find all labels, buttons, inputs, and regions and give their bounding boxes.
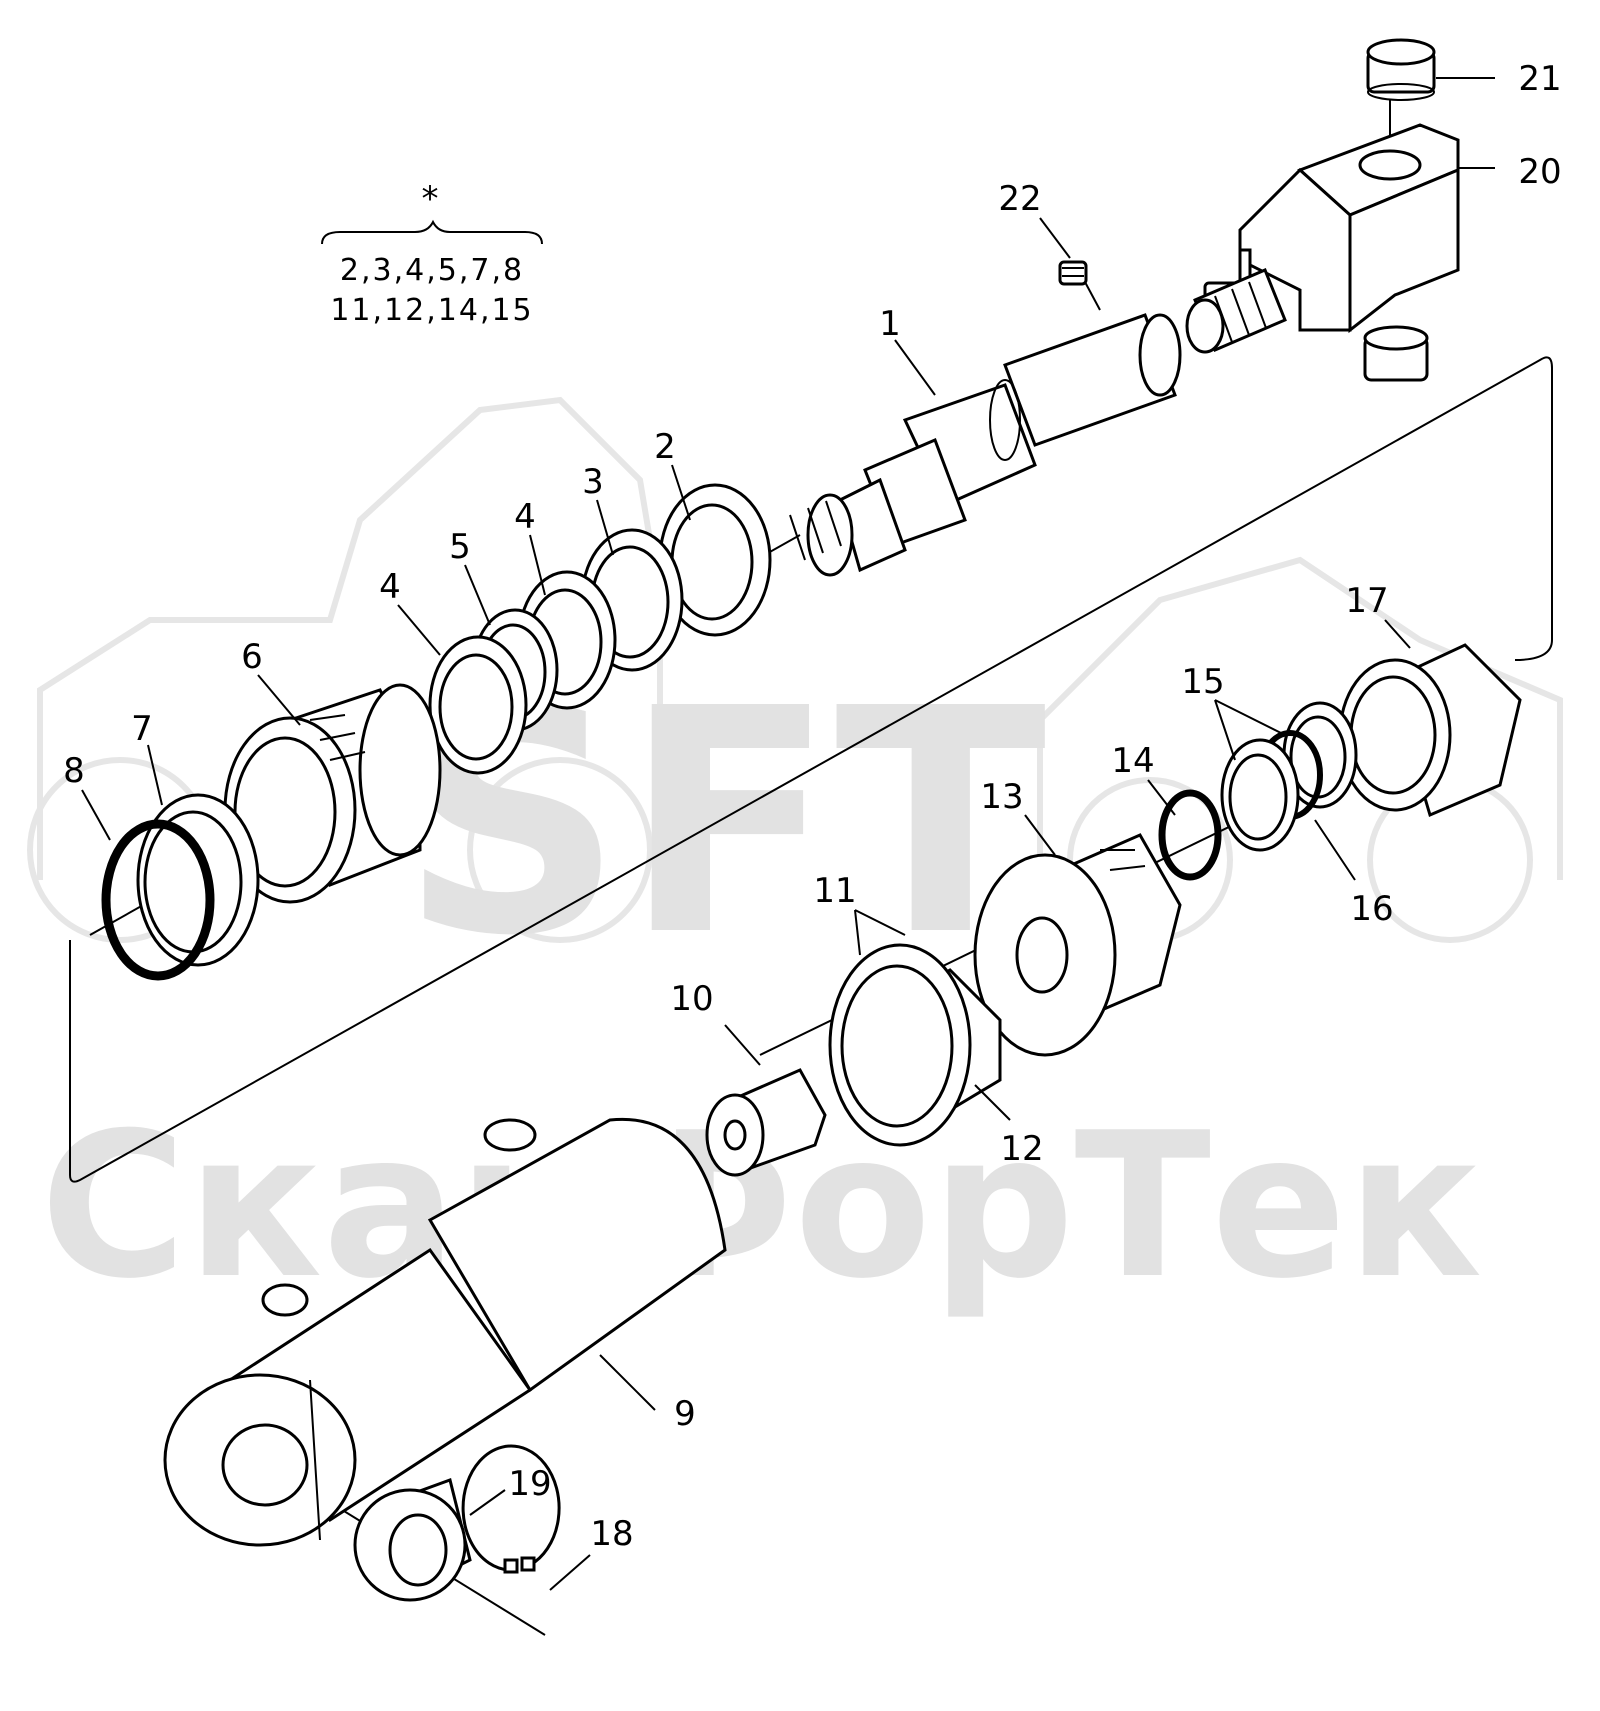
callout-15: 15 <box>1181 662 1224 702</box>
part-15-ring-a <box>1282 701 1358 809</box>
kit-line-2: 11,12,14,15 <box>330 293 533 328</box>
callout-14: 14 <box>1111 741 1154 781</box>
callout-22: 22 <box>998 179 1041 219</box>
callout-13: 13 <box>980 777 1023 817</box>
callout-labels: 1 2 3 4 4 5 6 7 8 9 10 11 12 13 14 15 16… <box>63 59 1561 1554</box>
part-17-sleeve <box>1338 643 1522 818</box>
callout-17: 17 <box>1345 581 1388 621</box>
callout-4-lower: 4 <box>379 567 401 607</box>
callout-1: 1 <box>879 304 901 344</box>
part-1-piston-rod <box>789 313 1182 577</box>
callout-8: 8 <box>63 751 85 791</box>
part-20-rod-eye <box>1203 123 1460 334</box>
part-22-grease-nipple <box>1058 260 1088 286</box>
callout-9: 9 <box>674 1394 696 1434</box>
rod-eye-thread <box>1185 268 1287 354</box>
part-11-piston-seal <box>828 943 972 1147</box>
callout-10: 10 <box>670 979 713 1019</box>
callout-4-upper: 4 <box>514 497 536 537</box>
part-6-cylinder-head <box>223 683 442 904</box>
callout-20: 20 <box>1518 152 1561 192</box>
rod-eye-lower-bushing <box>1363 325 1429 382</box>
callout-6: 6 <box>241 637 263 677</box>
callout-21: 21 <box>1518 59 1561 99</box>
kit-marker: * <box>422 179 439 219</box>
part-15-ring-b <box>1220 738 1300 852</box>
part-8-o-ring <box>101 819 215 981</box>
callout-12: 12 <box>1000 1129 1043 1169</box>
part-21-bushing <box>1366 38 1436 101</box>
kit-brace <box>321 219 543 245</box>
part-19-bearing <box>353 1478 472 1602</box>
callout-2: 2 <box>654 427 676 467</box>
callout-11: 11 <box>813 871 856 911</box>
part-13-piston <box>973 833 1182 1057</box>
part-14-o-ring <box>1158 789 1222 881</box>
part-10-spacer <box>705 1068 827 1177</box>
callout-18: 18 <box>590 1514 633 1554</box>
callout-16: 16 <box>1350 889 1393 929</box>
kit-line-1: 2,3,4,5,7,8 <box>340 253 524 288</box>
leader-lines <box>81 77 1495 1591</box>
callout-3: 3 <box>582 462 604 502</box>
callout-5: 5 <box>449 527 471 567</box>
callout-19: 19 <box>508 1464 551 1504</box>
assembly-connector-line <box>69 356 1553 1183</box>
part-4-wiper-lower <box>428 635 528 775</box>
part-9-cylinder-tube <box>163 1117 727 1547</box>
callout-7: 7 <box>131 709 153 749</box>
part-7-backup-ring <box>136 793 260 967</box>
part-2-guide-ring <box>658 483 772 637</box>
part-18-circlip <box>461 1444 561 1574</box>
seal-kit-annotation: * 2,3,4,5,7,8 11,12,14,15 <box>321 179 543 328</box>
